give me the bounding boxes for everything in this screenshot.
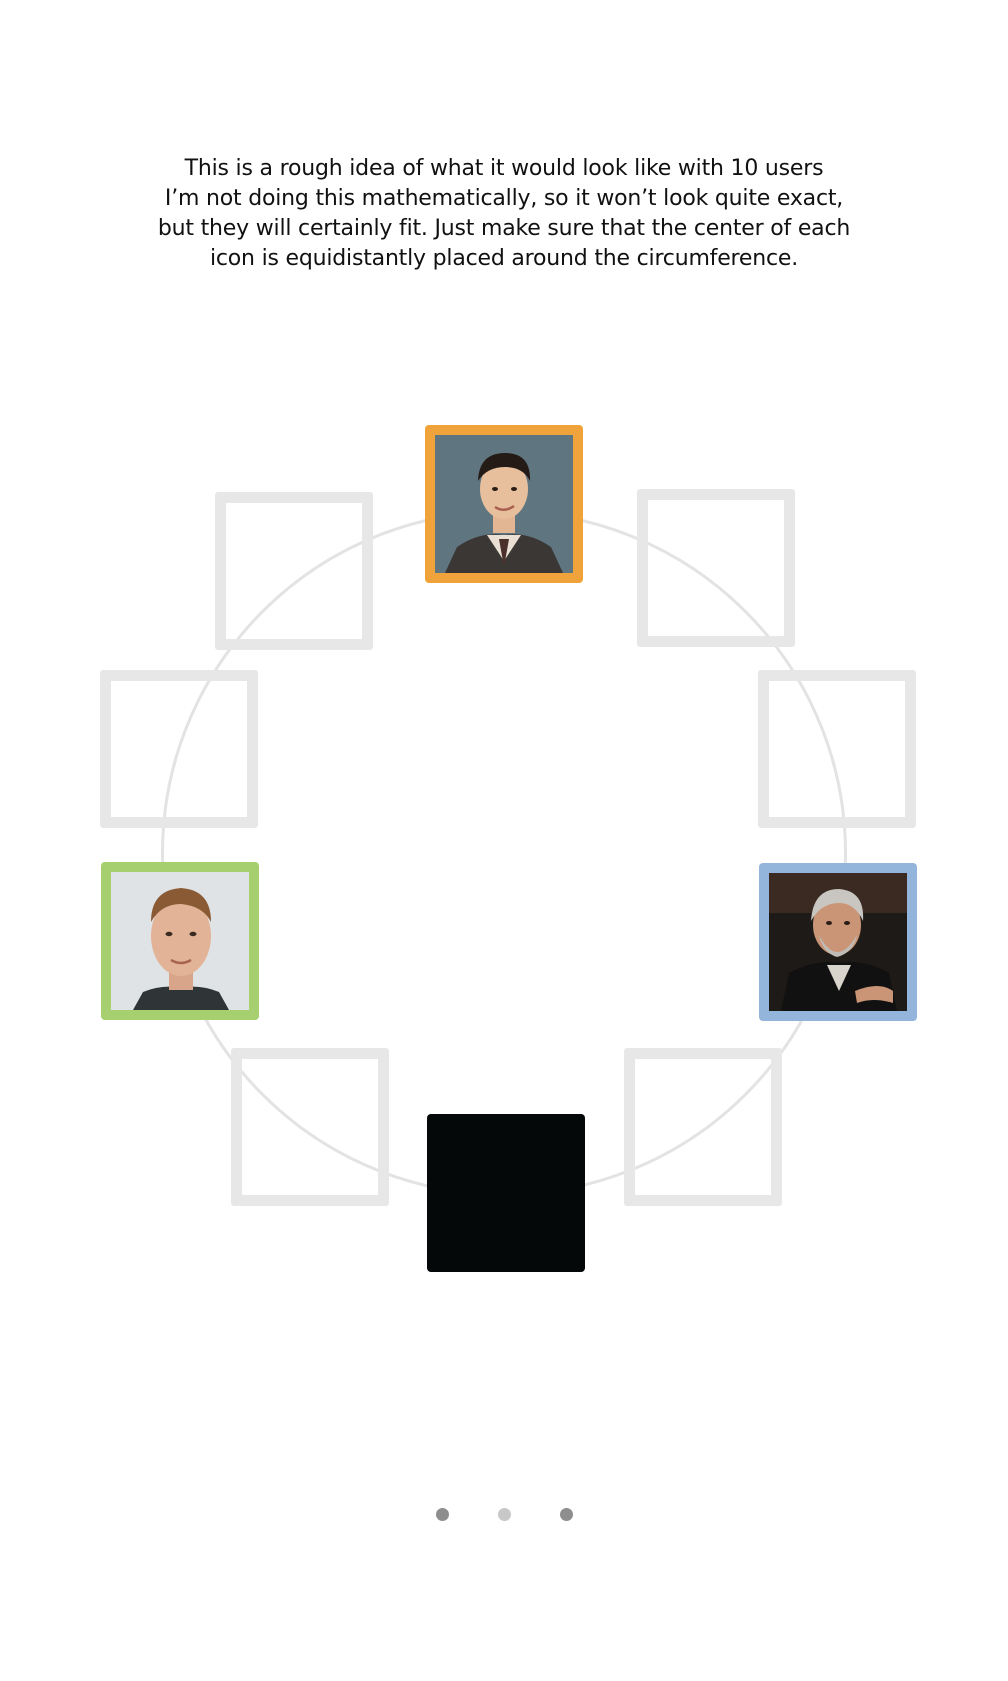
pagination-dot-active[interactable] xyxy=(498,1508,511,1521)
user-photo xyxy=(769,873,907,1011)
user-avatar-left[interactable] xyxy=(101,862,259,1020)
pagination-dot[interactable] xyxy=(436,1508,449,1521)
caption-line: icon is equidistantly placed around the … xyxy=(209,246,799,271)
user-photo xyxy=(435,435,573,573)
empty-user-slot[interactable] xyxy=(231,1048,389,1206)
current-user-tile[interactable] xyxy=(427,1114,585,1272)
empty-user-slot[interactable] xyxy=(637,489,795,647)
empty-user-slot[interactable] xyxy=(758,670,916,828)
caption-line: but they will certainly fit. Just make s… xyxy=(157,216,851,241)
pagination-dot[interactable] xyxy=(560,1508,573,1521)
user-avatar-top[interactable] xyxy=(425,425,583,583)
user-avatar-right[interactable] xyxy=(759,863,917,1021)
caption-text: This is a rough idea of what it would lo… xyxy=(150,154,858,274)
empty-user-slot[interactable] xyxy=(624,1048,782,1206)
empty-user-slot[interactable] xyxy=(215,492,373,650)
user-photo xyxy=(111,872,249,1010)
empty-user-slot[interactable] xyxy=(100,670,258,828)
caption-line: I’m not doing this mathematically, so it… xyxy=(164,186,844,211)
caption-line: This is a rough idea of what it would lo… xyxy=(184,156,824,181)
